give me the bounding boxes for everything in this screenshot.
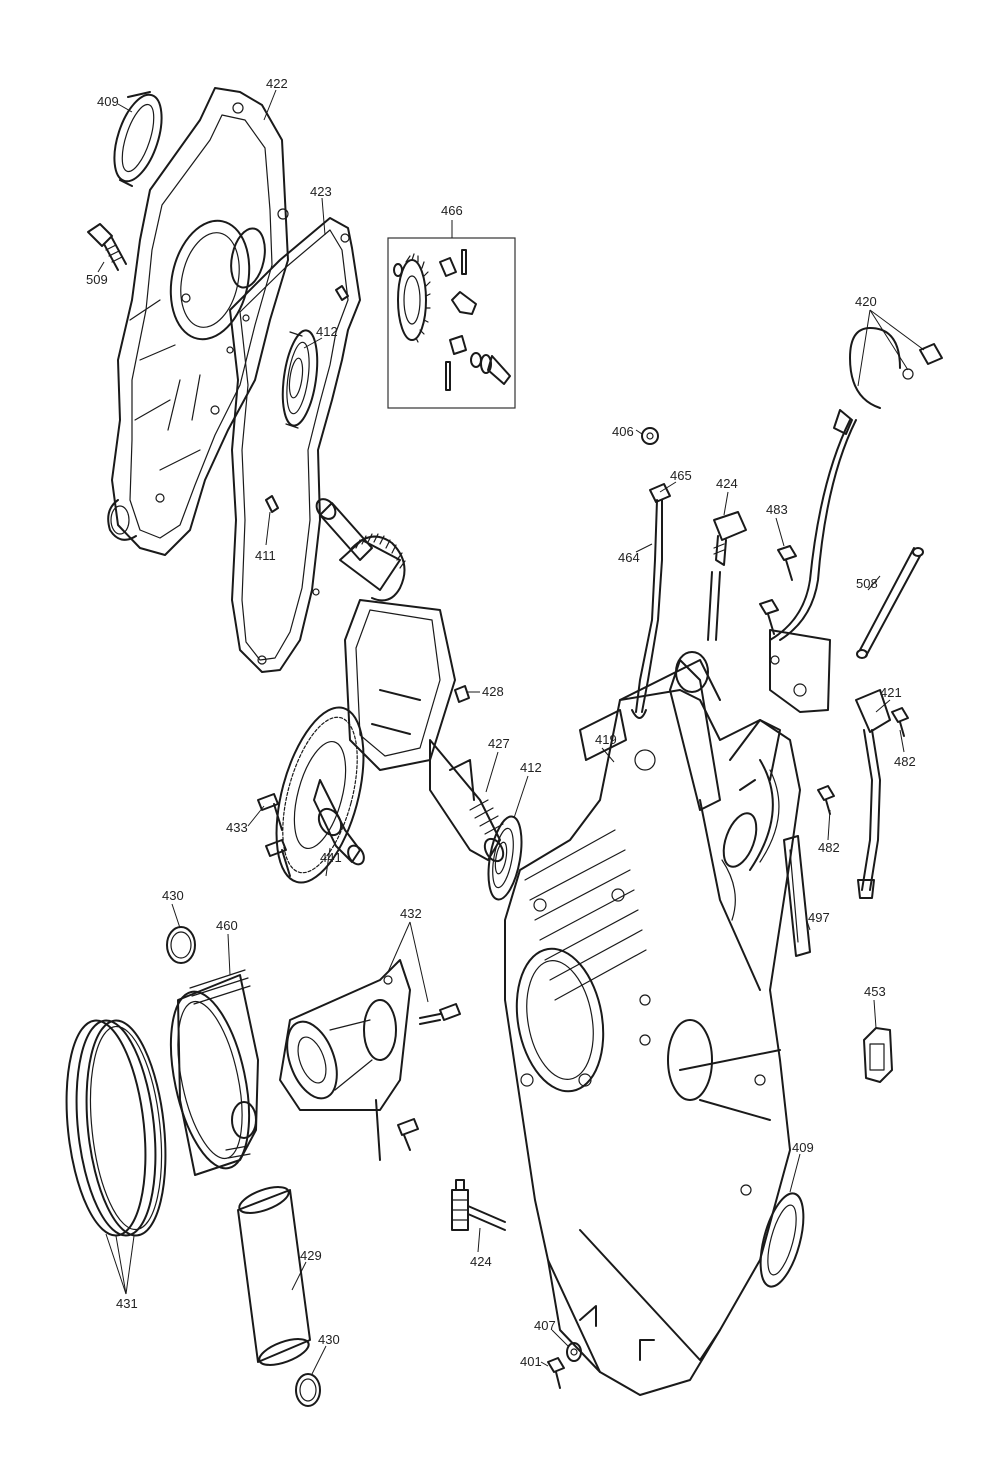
- callout-424-upper: 424: [716, 476, 738, 491]
- callout-453: 453: [864, 984, 886, 999]
- callout-497: 497: [808, 910, 830, 925]
- callout-431: 431: [116, 1296, 138, 1311]
- callout-482-upper: 482: [894, 754, 916, 769]
- cylinder-block-419: [504, 659, 801, 1396]
- callout-411: 411: [255, 548, 276, 563]
- bolt-401: [547, 1357, 565, 1389]
- callout-483: 483: [766, 502, 788, 517]
- oil-pump-kit-466: [387, 220, 516, 409]
- bolts-432: [397, 1003, 461, 1151]
- crankcase-cover-422: [107, 87, 289, 556]
- dipstick-424-lower: [451, 1179, 506, 1231]
- callout-430-upper: 430: [162, 888, 184, 903]
- screw-482-lower: [817, 785, 835, 815]
- callout-464: 464: [618, 550, 640, 565]
- bearing-412-lower: [487, 815, 523, 901]
- callout-424-lower: 424: [470, 1254, 492, 1269]
- plug-453: [863, 1027, 893, 1083]
- callout-433: 433: [226, 820, 248, 835]
- piston-pin-429: [237, 1186, 311, 1366]
- circlip-430-lower: [295, 1373, 321, 1407]
- callout-409-top: 409: [97, 94, 119, 109]
- callout-432: 432: [400, 906, 422, 921]
- callout-428: 428: [482, 684, 504, 699]
- callout-labels: 409 422 423 509 466 420 412 411 406 465 …: [86, 76, 916, 1369]
- callout-427: 427: [488, 736, 510, 751]
- callout-466: 466: [441, 203, 463, 218]
- callout-509: 509: [86, 272, 108, 287]
- callout-482-lower: 482: [818, 840, 840, 855]
- washer-406: [641, 427, 659, 445]
- callout-419: 419: [595, 732, 617, 747]
- oil-seal-409-top: [113, 91, 163, 187]
- plate-497: [783, 835, 811, 957]
- callout-412-upper: 412: [316, 324, 338, 339]
- callout-465: 465: [670, 468, 692, 483]
- callout-409-lower: 409: [792, 1140, 814, 1155]
- callout-430-lower: 430: [318, 1332, 340, 1347]
- governor-arm-464-465: [631, 483, 671, 719]
- callout-401: 401: [520, 1354, 542, 1369]
- bolt-483: [759, 545, 797, 635]
- callout-407: 407: [534, 1318, 556, 1333]
- pins-433: [257, 793, 291, 877]
- key-428: [454, 685, 470, 703]
- callout-412-lower: 412: [520, 760, 542, 775]
- dipstick-424-upper: [707, 511, 747, 641]
- wire-harness-508: [856, 547, 924, 659]
- callout-421: 421: [880, 685, 902, 700]
- callout-406: 406: [612, 424, 634, 439]
- circlip-430-upper: [166, 926, 196, 964]
- washer-407: [566, 1342, 582, 1362]
- gasket-423: [229, 217, 361, 673]
- callout-441: 441: [320, 850, 342, 865]
- piston-460: [169, 969, 259, 1176]
- camshaft-gear-441: [275, 706, 365, 884]
- callout-423: 423: [310, 184, 332, 199]
- oil-seal-409-lower: [759, 1192, 805, 1288]
- bearing-412-upper: [281, 329, 319, 429]
- key-411: [265, 495, 279, 513]
- callout-429: 429: [300, 1248, 322, 1263]
- screw-482-upper: [891, 707, 909, 737]
- ignition-coil-420: [769, 327, 943, 713]
- callout-420: 420: [855, 294, 877, 309]
- callout-508: 508: [856, 576, 878, 591]
- callout-460: 460: [216, 918, 238, 933]
- sensor-421: [855, 689, 891, 899]
- crankshaft-427: [315, 498, 505, 863]
- leader-lines: [97, 89, 925, 1375]
- callout-422: 422: [266, 76, 288, 91]
- rod-419: [669, 651, 721, 811]
- bolt-509: [87, 223, 127, 271]
- piston-rings-431: [65, 1019, 167, 1237]
- connecting-rod-432: [279, 959, 411, 1161]
